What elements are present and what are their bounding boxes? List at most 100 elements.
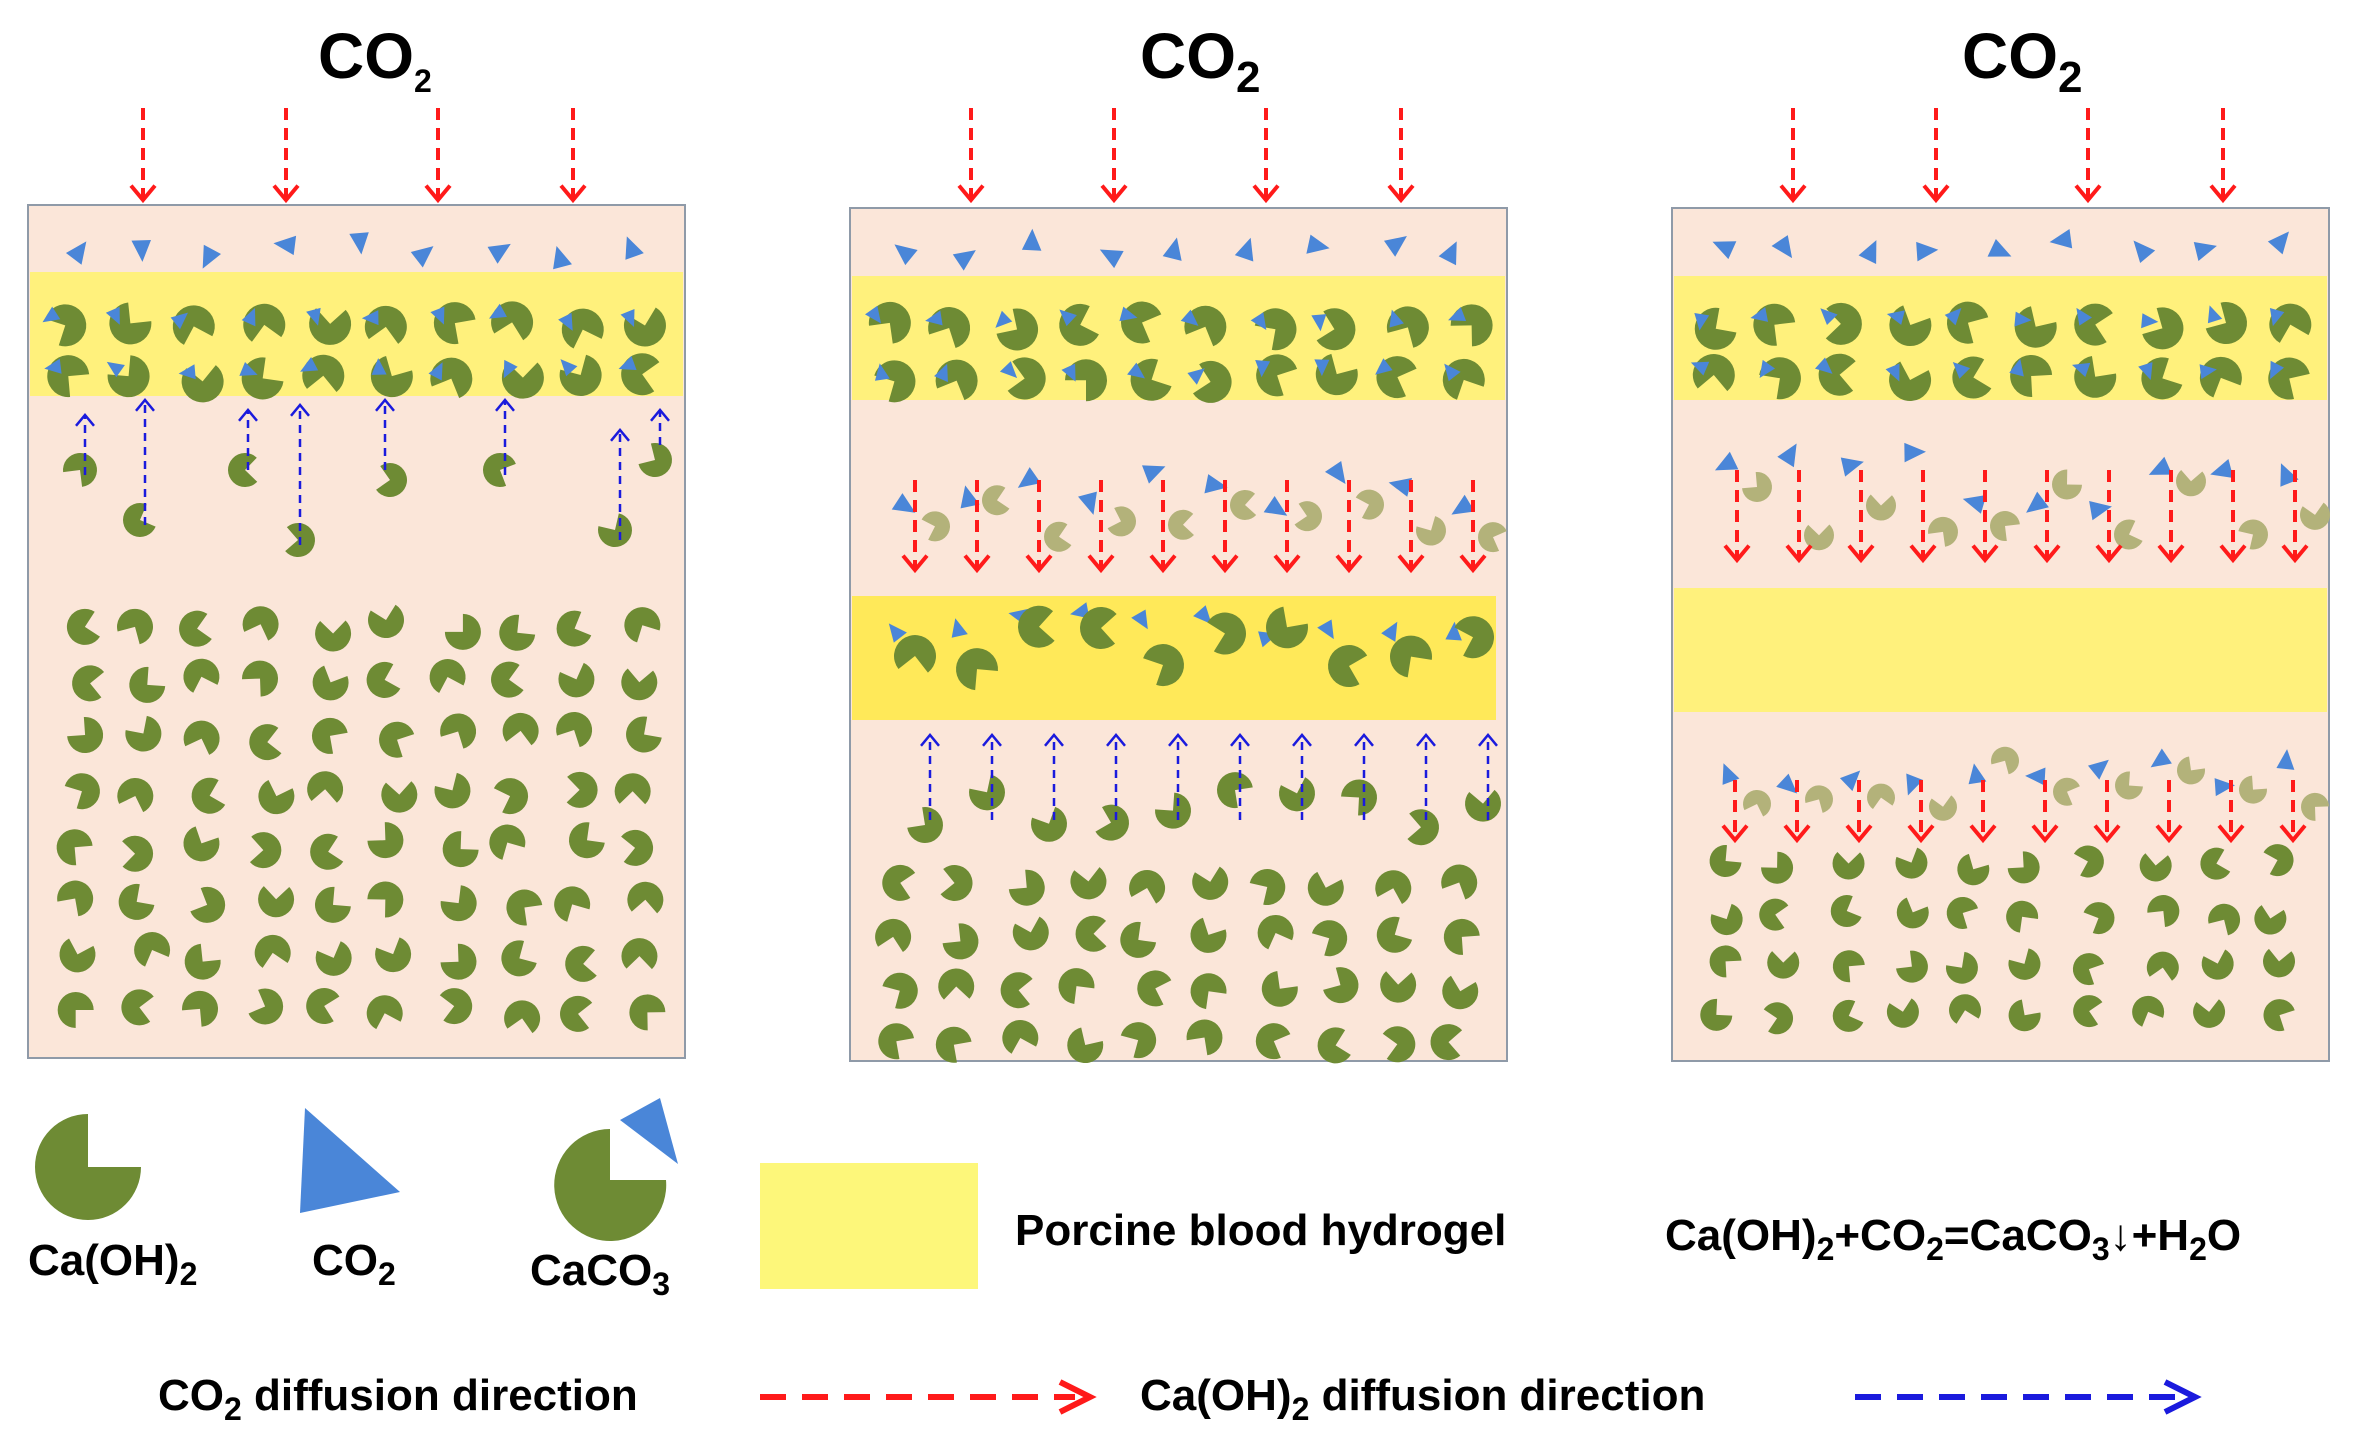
co2-particle — [1987, 238, 2012, 257]
co2-particle — [1142, 465, 1166, 484]
co2-particle — [2072, 362, 2091, 378]
co2-particle — [1059, 309, 1077, 327]
caoh2-particle — [258, 780, 295, 815]
caoh2-diffusion-arrow — [610, 428, 630, 540]
co2-particle — [2025, 767, 2046, 786]
co2-particle — [241, 307, 256, 327]
co2-particle — [2076, 307, 2093, 326]
arrows-layer — [75, 108, 2309, 844]
caoh2-particle — [1317, 1027, 1351, 1064]
co2-particle — [1952, 361, 1971, 379]
co2-diffusion-arrow — [1971, 470, 1999, 564]
caoh2-particle — [483, 453, 516, 487]
caoh2-particle — [134, 932, 171, 967]
caoh2-particle — [506, 889, 543, 926]
co2-diffusion-arrow — [1149, 480, 1177, 574]
caoh2-diffusion-arrow — [1106, 733, 1126, 820]
co2-particle — [410, 246, 434, 268]
co2-particle — [934, 363, 948, 383]
co2-inflow-arrow — [2209, 108, 2237, 204]
caco3-particle — [2239, 775, 2267, 804]
co2-diffusion-arrow — [2281, 470, 2309, 564]
co2-particle — [1448, 306, 1467, 322]
legend-caco3-icon — [554, 1098, 678, 1241]
co2-particle — [1944, 307, 1962, 326]
caco3-particle — [2115, 771, 2143, 800]
caoh2-particle — [2208, 903, 2241, 936]
co2-particle — [558, 312, 573, 331]
co2-diffusion-arrow — [2219, 470, 2247, 564]
co2-diffusion-arrow — [2093, 780, 2121, 844]
caoh2-particle — [129, 666, 166, 703]
caoh2-particle — [183, 826, 220, 862]
caoh2-particle — [882, 972, 918, 1009]
caoh2-particle — [2147, 895, 2180, 927]
co2-inflow-arrow — [957, 108, 985, 204]
caoh2-particle — [1945, 951, 1978, 984]
caoh2-particle — [249, 724, 282, 761]
co2-particle — [1776, 773, 1798, 794]
caoh2-particle — [1710, 903, 1743, 936]
caoh2-particle — [2083, 902, 2115, 935]
caoh2-particle — [190, 886, 226, 923]
co2-particle — [178, 364, 196, 380]
co2-particle — [2026, 491, 2049, 513]
co2-particle — [995, 310, 1013, 328]
caoh2-particle — [118, 883, 155, 920]
blue-dashed-arrow-icon — [1855, 1379, 2202, 1415]
caoh2-particle — [504, 1000, 541, 1034]
caoh2-particle — [1143, 644, 1184, 687]
legend-caoh2-icon — [35, 1114, 141, 1220]
caoh2-particle — [1442, 975, 1479, 1010]
co2-particle — [560, 359, 578, 377]
co2-particle — [2141, 313, 2159, 329]
co2-particle — [1839, 770, 1861, 792]
caoh2-particle — [1895, 847, 1928, 879]
caoh2-particle — [242, 606, 279, 641]
caoh2-particle — [1018, 605, 1055, 648]
caoh2-particle — [1254, 308, 1297, 351]
co2-diffusion-arrow — [2279, 780, 2307, 844]
co2-particle — [1885, 363, 1900, 382]
co2-particle — [1263, 496, 1288, 516]
co2-diffusion-arrow — [2157, 470, 2185, 564]
caoh2-particle — [1192, 360, 1232, 403]
caoh2-particle — [559, 354, 602, 396]
co2-particle — [620, 308, 635, 328]
caco3-particle — [982, 485, 1010, 516]
caoh2-particle — [935, 1026, 972, 1063]
caco3-particle — [1294, 501, 1322, 532]
co2-particle — [2148, 456, 2173, 475]
caoh2-particle — [1767, 951, 1800, 979]
legend-co2-label: CO2 — [312, 1236, 396, 1292]
caoh2-diffusion-arrow — [1354, 733, 1374, 820]
red-dashed-arrow-icon — [760, 1379, 1097, 1415]
co2-particle — [1381, 621, 1398, 642]
caoh2-particle — [556, 712, 593, 748]
co2-diffusion-arrow — [1783, 780, 1811, 844]
caoh2-particle — [1070, 867, 1107, 900]
co2-particle — [999, 361, 1018, 379]
co2-particle — [925, 310, 943, 326]
caoh2-particle — [2014, 306, 2057, 348]
co2-particle — [1759, 359, 1775, 378]
caoh2-diffusion-arrow — [495, 398, 515, 475]
caoh2-particle — [2263, 999, 2295, 1032]
co2-particle — [65, 241, 87, 265]
panel-2-title: CO2 — [1140, 20, 1260, 102]
co2-particle — [625, 236, 644, 260]
caoh2-particle — [940, 865, 973, 901]
caoh2-particle — [228, 453, 258, 487]
co2-particle — [1234, 237, 1254, 262]
caoh2-particle — [942, 923, 979, 960]
caoh2-particle — [433, 302, 476, 345]
caoh2-particle — [57, 992, 94, 1029]
caoh2-particle — [1190, 973, 1227, 1010]
caoh2-particle — [623, 307, 666, 347]
co2-particle — [865, 305, 881, 324]
caco3-particle — [1928, 516, 1958, 547]
caoh2-particle — [258, 886, 295, 918]
caoh2-particle — [310, 833, 344, 870]
co2-diffusion-arrow — [901, 480, 929, 574]
caoh2-particle — [367, 881, 404, 918]
